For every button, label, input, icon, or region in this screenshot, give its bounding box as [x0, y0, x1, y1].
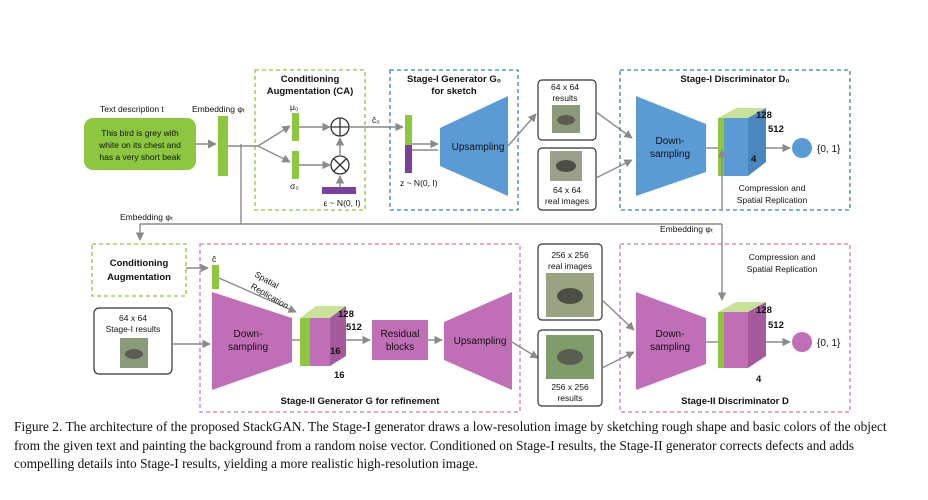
- stage2-discriminator-box: [619, 243, 851, 413]
- s1-dim4: 4: [751, 154, 757, 165]
- res64-top-1: 64 x 64: [551, 82, 579, 92]
- text-line-3: has a very short beak: [99, 152, 181, 162]
- residual-blocks: [372, 320, 428, 360]
- stage1-down-1: Down-: [656, 136, 685, 147]
- ca2-title-2: Augmentation: [107, 272, 171, 283]
- text-line-1: This bird is grey with: [101, 128, 179, 138]
- c0-label: ĉ₀: [372, 115, 380, 125]
- z-bar: [405, 145, 412, 173]
- stage1-disc-title: Stage-I Discriminator D₀: [680, 74, 789, 85]
- embedding-left-label: Embedding φₜ: [120, 212, 174, 222]
- stage1-upsampling-label: Upsampling: [452, 142, 505, 153]
- embedding-label: Embedding φₜ: [192, 104, 246, 114]
- z-label: z ~ N(0, I): [400, 178, 438, 188]
- mu0-label: μ₀: [290, 102, 299, 112]
- stage1-output-label: {0, 1}: [817, 144, 841, 155]
- text-description-box: [84, 118, 196, 170]
- stage1-result-frame: [537, 79, 597, 141]
- s2g-down-1: Down-: [234, 329, 263, 340]
- real64-2: real images: [545, 196, 589, 206]
- s2g-cube-top: [300, 306, 346, 318]
- real64-frame: [537, 147, 597, 211]
- s2d-dim128: 128: [756, 305, 772, 316]
- s2d-dim4: 4: [756, 374, 762, 385]
- s1-dim128: 128: [756, 110, 772, 121]
- sigma0-bar: [292, 151, 299, 179]
- res64-top-2: results: [552, 93, 577, 103]
- s1-compression-2: Spatial Replication: [737, 195, 808, 205]
- figure-caption: Figure 2. The architecture of the propos…: [14, 419, 887, 471]
- s2d-down-1: Down-: [656, 329, 685, 340]
- stage2-gen-cube: [310, 318, 330, 366]
- text-line-2: white on its chest and: [98, 140, 181, 150]
- stage2-disc-title: Stage-II Discriminator D: [681, 396, 789, 407]
- s1-compression-1: Compression and: [739, 183, 806, 193]
- mu0-bar: [292, 113, 299, 141]
- embedding-bar: [218, 116, 228, 176]
- ca-title-1: Conditioning: [281, 74, 340, 85]
- s2d-down-2: sampling: [650, 342, 690, 353]
- s2g-dim16a: 16: [330, 346, 341, 357]
- real256-frame: [537, 243, 603, 321]
- stage2-generator-box: [199, 243, 521, 413]
- sigma0-label: σ₀: [290, 181, 299, 191]
- s2g-dim512: 512: [346, 322, 362, 333]
- stage2-upsampling-label: Upsampling: [454, 336, 507, 347]
- c-hat-bar: [212, 265, 219, 289]
- stage1-generator-box: [389, 69, 519, 211]
- res256-1: 256 x 256: [551, 382, 589, 392]
- stage1-discriminator-box: [619, 69, 851, 211]
- epsilon-bar: [322, 187, 356, 194]
- c-hat-label: ĉ: [212, 254, 217, 264]
- stage2-output-label: {0, 1}: [817, 338, 841, 349]
- stage2-downsampling-block: [636, 292, 706, 390]
- real64-1: 64 x 64: [553, 185, 581, 195]
- stage2-gen-title: Stage-II Generator G for refinement: [281, 396, 441, 407]
- s2-compression-1: Compression and: [749, 252, 816, 262]
- stage2-output-node: [792, 332, 812, 352]
- real256-2: real images: [548, 261, 592, 271]
- stage1-cube: [724, 118, 748, 176]
- stage1-gen-title-2: for sketch: [431, 86, 477, 97]
- text-description-heading: Text description t: [100, 104, 164, 114]
- residual-2: blocks: [386, 342, 414, 353]
- stage1-down-2: sampling: [650, 149, 690, 160]
- ca-title-2: Augmentation (CA): [267, 86, 354, 97]
- stage2-gen-downsampling-block: [212, 292, 292, 390]
- res256-2: results: [557, 393, 582, 403]
- c0-bar: [405, 115, 412, 145]
- ca2-box: [91, 243, 187, 297]
- stage1-output-node: [792, 138, 812, 158]
- epsilon-label: ε ~ N(0, I): [323, 198, 360, 208]
- s1-dim512: 512: [768, 124, 784, 135]
- s1-results-1: 64 x 64: [119, 313, 147, 323]
- s2g-dim128: 128: [338, 309, 354, 320]
- real256-1: 256 x 256: [551, 250, 589, 260]
- s2d-dim512: 512: [768, 320, 784, 331]
- s2g-down-2: sampling: [228, 342, 268, 353]
- ca2-title-1: Conditioning: [110, 258, 169, 269]
- s1-results-2: Stage-I results: [106, 324, 161, 334]
- stage1-gen-title-1: Stage-I Generator G₀: [407, 74, 501, 85]
- stage1-cube-top: [718, 108, 766, 118]
- embedding-right-label: Embedding φₜ: [660, 224, 714, 234]
- ca-box: [254, 69, 366, 211]
- stage1-downsampling-block: [636, 96, 706, 196]
- residual-1: Residual: [381, 329, 420, 340]
- s2d-cube-top: [718, 302, 766, 312]
- stage1-results-input-frame: [93, 307, 173, 375]
- s2g-dim16b: 16: [334, 370, 345, 381]
- stage2-disc-cube: [724, 312, 748, 368]
- s2-compression-2: Spatial Replication: [747, 264, 818, 274]
- stage2-upsampling-block: [444, 292, 512, 390]
- stage1-upsampling-block: [440, 96, 508, 196]
